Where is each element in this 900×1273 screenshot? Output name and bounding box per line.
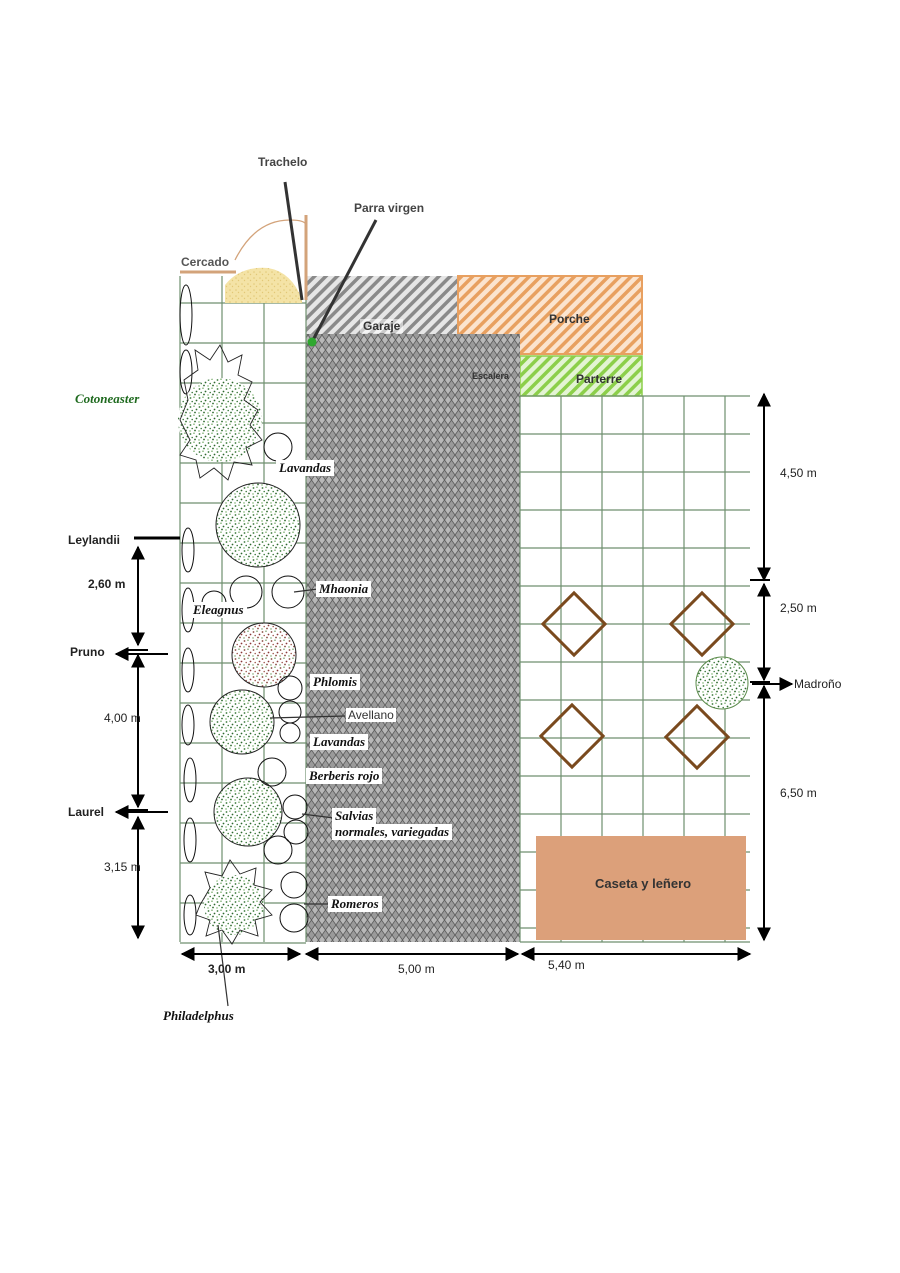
escalera-label: Escalera — [472, 371, 510, 381]
dim-bottom-3-00: 3,00 m — [208, 962, 246, 976]
pruno-tree — [231, 622, 297, 688]
dim-right-4-50: 4,50 m — [780, 466, 817, 480]
parterre-label: Parterre — [576, 372, 623, 386]
caseta-area — [536, 836, 746, 940]
parra-virgen-label: Parra virgen — [354, 201, 425, 215]
parra-virgen-marker — [307, 337, 317, 347]
philadelphus-label: Philadelphus — [163, 1008, 234, 1023]
parra-pointer — [310, 219, 378, 343]
dim-bottom-5-40: 5,40 m — [548, 958, 585, 972]
trachelo-label: Trachelo — [258, 155, 308, 169]
phlomis-label: Phlomis — [310, 674, 361, 690]
parterre-area — [519, 355, 643, 397]
salvias-label-2: normales, variegadas — [332, 824, 453, 840]
cercado-label: Cercado — [181, 255, 230, 269]
pruno-label: Pruno — [70, 645, 105, 659]
sand-patch — [225, 267, 302, 303]
trachelo-pointer — [283, 181, 304, 301]
leylandii-label: Leylandii — [68, 533, 121, 547]
philadelphus-shrub — [195, 859, 273, 945]
cotoneaster-label: Cotoneaster — [75, 391, 140, 406]
caseta-label: Caseta y leñero — [595, 876, 692, 891]
salvias-label-1: Salvias — [332, 808, 377, 824]
berberis-label: Berberis rojo — [306, 768, 383, 784]
laurel-tree — [213, 777, 283, 847]
label-pointers — [217, 588, 346, 1007]
avellano-tree — [209, 689, 275, 755]
eleagnus-label: Eleagnus — [190, 602, 247, 618]
dim-left-4-00: 4,00 m — [104, 711, 141, 725]
small-shrubs — [201, 432, 309, 933]
leylandii-tree — [215, 482, 301, 568]
madrono-label: Madroño — [794, 677, 842, 691]
dim-right-2-50: 2,50 m — [780, 601, 817, 615]
porche-label: Porche — [549, 312, 590, 326]
lavandas-label-2: Lavandas — [310, 734, 368, 750]
dim-right-6-50: 6,50 m — [780, 786, 817, 800]
avellano-label: Avellano — [346, 708, 396, 722]
dim-left-2-60: 2,60 m — [88, 577, 126, 591]
dim-left-3-15: 3,15 m — [104, 860, 141, 874]
garaje-label: Garaje — [360, 319, 404, 333]
lavandas-label-1: Lavandas — [276, 460, 334, 476]
madrono-tree — [695, 656, 749, 710]
dimension-lines — [114, 392, 794, 961]
paved-path — [306, 334, 520, 942]
mhaonia-label: Mhaonia — [316, 581, 372, 597]
romeros-label: Romeros — [328, 896, 382, 912]
cotoneaster-shrub — [178, 344, 263, 481]
dim-bottom-5-00: 5,00 m — [398, 962, 435, 976]
laurel-label: Laurel — [68, 805, 105, 819]
patio-planters — [538, 590, 736, 771]
hedge-ellipses — [179, 284, 197, 936]
